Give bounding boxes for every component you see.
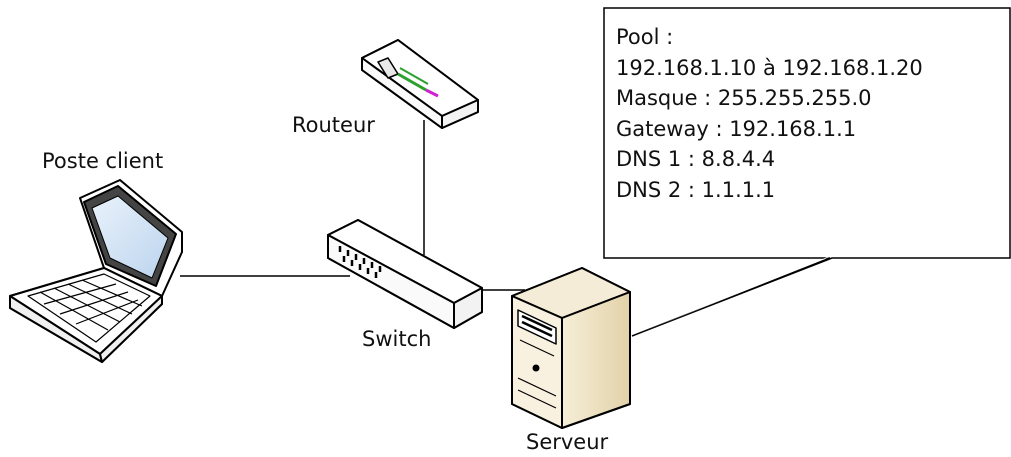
server-label: Serveur xyxy=(526,430,609,454)
callout-text: Pool : 192.168.1.10 à 192.168.1.20 Masqu… xyxy=(616,22,923,205)
connections xyxy=(180,120,525,291)
router-label: Routeur xyxy=(292,113,375,137)
callout-line-range: 192.168.1.10 à 192.168.1.20 xyxy=(616,55,923,80)
laptop-icon xyxy=(9,179,183,363)
config-callout xyxy=(603,7,1011,337)
callout-line-mask: Masque : 255.255.255.0 xyxy=(616,86,872,110)
client-label: Poste client xyxy=(42,149,164,173)
callout-line-gateway: Gateway : 192.168.1.1 xyxy=(616,116,857,141)
router-icon xyxy=(361,39,479,129)
server-icon xyxy=(511,267,631,429)
switch-icon xyxy=(327,219,483,329)
callout-line-dns2: DNS 2 : 1.1.1.1 xyxy=(616,177,776,202)
callout-line-dns1: DNS 1 : 8.8.4.4 xyxy=(616,147,776,171)
switch-label: Switch xyxy=(362,327,432,351)
callout-line-pool: Pool : xyxy=(616,25,674,49)
